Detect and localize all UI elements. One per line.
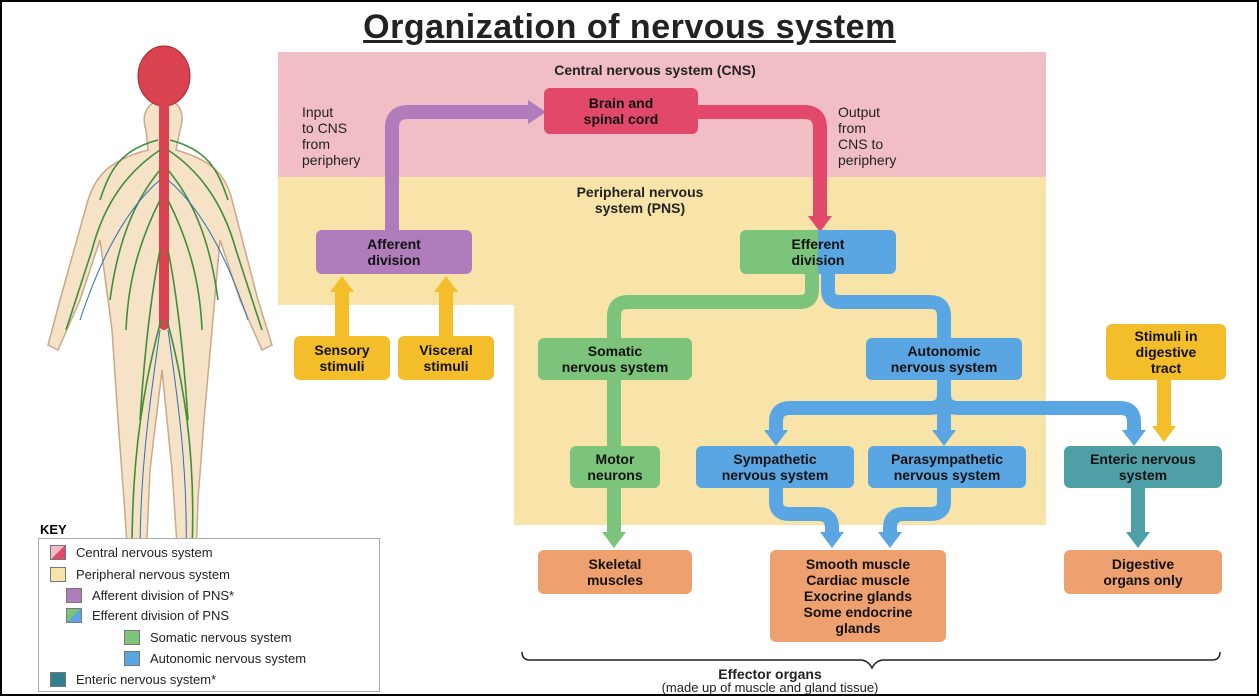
key-item-pns: Peripheral nervous system: [50, 567, 230, 582]
input-label: Input to CNS from periphery: [302, 104, 361, 168]
key-item-enteric: Enteric nervous system*: [50, 672, 216, 687]
afferent-division-box: Afferent division: [316, 230, 472, 274]
peripheral-nerves: [65, 139, 263, 551]
sensory-arrowhead: [330, 276, 354, 292]
enteric-arrowhead: [1122, 430, 1146, 446]
afferent-pathway: [385, 105, 530, 232]
efferent-division-label: Efferent division: [791, 236, 845, 268]
key-item-label: Enteric nervous system*: [76, 672, 217, 687]
parasympathetic-to-effector: [883, 488, 951, 534]
pns-swatch: [50, 567, 66, 582]
key-legend: [38, 538, 380, 692]
visceral-stimuli-box: Visceral stimuli: [398, 336, 494, 380]
effector-brace: [521, 651, 1221, 670]
efferent-pathway: [698, 105, 827, 218]
parasympathetic-effector-arrowhead: [878, 532, 902, 548]
key-item-cns: Central nervous system: [50, 545, 213, 560]
enteric-swatch: [50, 672, 66, 687]
pns-region-label: Peripheral nervous system (PNS): [576, 184, 704, 216]
smooth-muscle-box: Smooth muscle Cardiac muscle Exocrine gl…: [770, 550, 946, 642]
efferent-arrowhead: [808, 216, 832, 232]
sensory-stimuli-box: Sensory stimuli: [294, 336, 390, 380]
effector-organs-subtitle: (made up of muscle and gland tissue): [661, 680, 879, 695]
output-label: Output from CNS to periphery: [838, 104, 897, 168]
efferent-division-box: Efferent division: [740, 230, 896, 274]
skeletal-muscles-box: Skeletal muscles: [538, 550, 692, 594]
key-item-efferent: Efferent division of PNS: [66, 608, 229, 623]
slide-title: Organization of nervous system: [363, 8, 896, 46]
key-item-autonomic: Autonomic nervous system: [124, 651, 306, 666]
key-item-label: Efferent division of PNS: [92, 608, 230, 623]
enteric-nervous-system-box: Enteric nervous system: [1064, 446, 1222, 488]
sympathetic-effector-arrowhead: [820, 532, 844, 548]
key-item-somatic: Somatic nervous system: [124, 630, 292, 645]
key-title: KEY: [40, 522, 67, 537]
efferent-swatch: [66, 608, 82, 623]
digestive-arrowhead: [1126, 532, 1150, 548]
stimuli-digestive-box: Stimuli in digestive tract: [1106, 324, 1226, 380]
key-item-afferent: Afferent division of PNS*: [66, 588, 234, 603]
key-item-label: Central nervous system: [76, 545, 213, 560]
key-item-label: Autonomic nervous system: [150, 651, 307, 666]
cns-swatch: [50, 545, 66, 560]
sympathetic-box: Sympathetic nervous system: [696, 446, 854, 488]
somatic-swatch: [124, 630, 140, 645]
visceral-arrowhead: [434, 276, 458, 292]
autonomic-to-enteric: [937, 393, 1141, 432]
key-item-label: Somatic nervous system: [150, 630, 292, 645]
effector-organs-title: Effector organs: [718, 666, 822, 682]
parasympathetic-arrowhead: [932, 430, 956, 446]
afferent-swatch: [66, 588, 82, 603]
digestive-organs-box: Digestive organs only: [1064, 550, 1222, 594]
parasympathetic-box: Parasympathetic nervous system: [868, 446, 1026, 488]
peripheral-nerves-secondary: [79, 179, 249, 556]
motor-neurons-box: Motor neurons: [570, 446, 660, 488]
autonomic-swatch: [124, 651, 140, 666]
sympathetic-arrowhead: [764, 430, 788, 446]
autonomic-pathway: [821, 274, 951, 340]
somatic-pathway: [607, 274, 819, 340]
somatic-nervous-system-box: Somatic nervous system: [538, 338, 692, 380]
brain-spinal-cord-box: Brain and spinal cord: [544, 88, 698, 134]
skeletal-arrowhead: [602, 532, 626, 548]
key-item-label: Afferent division of PNS*: [92, 588, 235, 603]
cns-region-label: Central nervous system (CNS): [554, 62, 756, 78]
autonomic-nervous-system-box: Autonomic nervous system: [866, 338, 1022, 380]
spinal-cord-shape: [159, 100, 169, 330]
digestive-stimuli-arrowhead: [1152, 426, 1176, 442]
key-item-label: Peripheral nervous system: [76, 567, 230, 582]
afferent-arrowhead: [528, 100, 546, 124]
sympathetic-to-effector: [769, 488, 839, 534]
autonomic-to-sympathetic: [769, 378, 951, 432]
